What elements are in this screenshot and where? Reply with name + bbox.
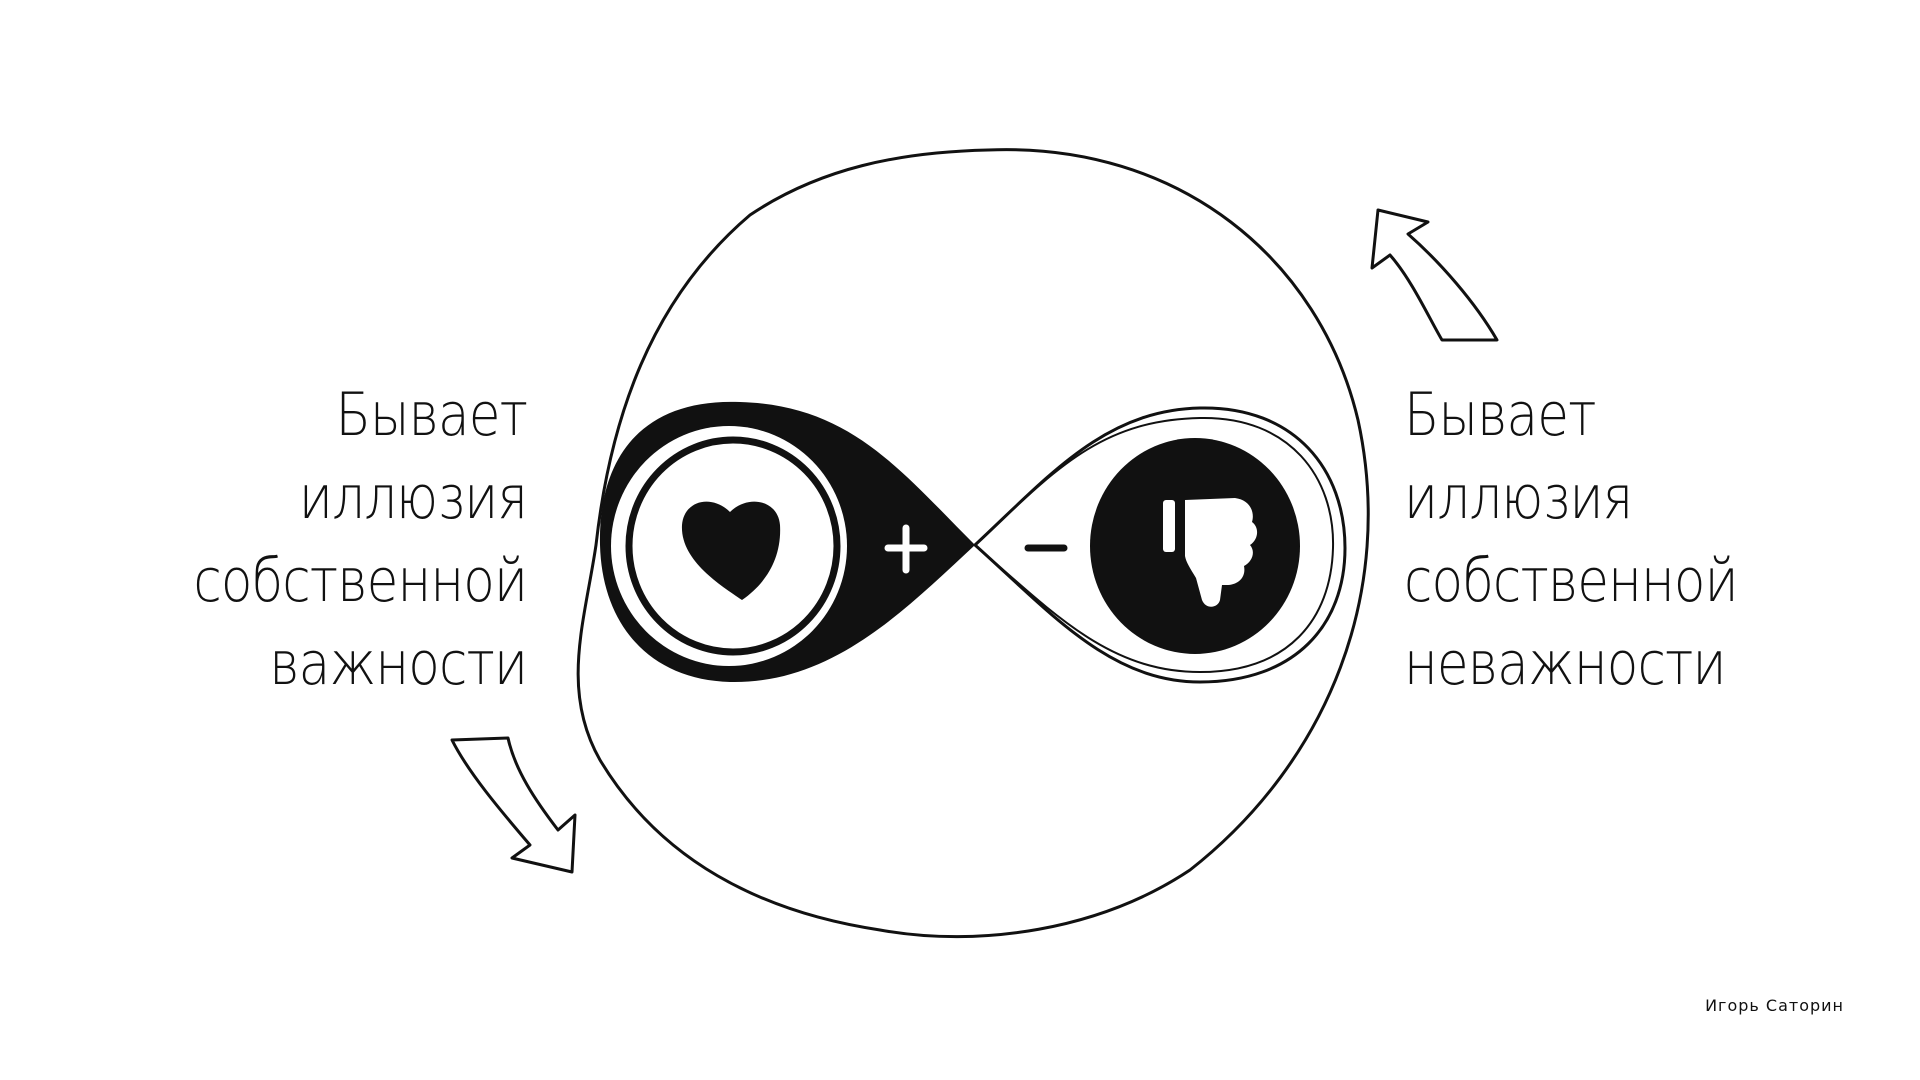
heart-icon <box>681 501 781 600</box>
left-caption-line: важности <box>269 629 528 699</box>
thumbs-down-icon <box>1163 498 1258 607</box>
plus-sign <box>884 524 928 574</box>
big-circle <box>576 148 1370 939</box>
arrow-top-right <box>1370 208 1499 342</box>
left-caption-line: Бывает <box>335 380 528 450</box>
left-caption: Бывает иллюзия собственной важности <box>193 374 528 706</box>
right-caption-line: собственной <box>1404 546 1739 616</box>
right-caption-line: Бывает <box>1404 380 1597 450</box>
left-caption-line: иллюзия <box>298 463 528 533</box>
author-credit: Игорь Саторин <box>1705 996 1844 1015</box>
left-caption-line: собственной <box>193 546 528 616</box>
right-caption-line: неважности <box>1404 629 1726 699</box>
right-caption: Бывает иллюзия собственной неважности <box>1404 374 1739 706</box>
arrow-bottom-left <box>450 736 577 874</box>
right-caption-line: иллюзия <box>1404 463 1633 533</box>
